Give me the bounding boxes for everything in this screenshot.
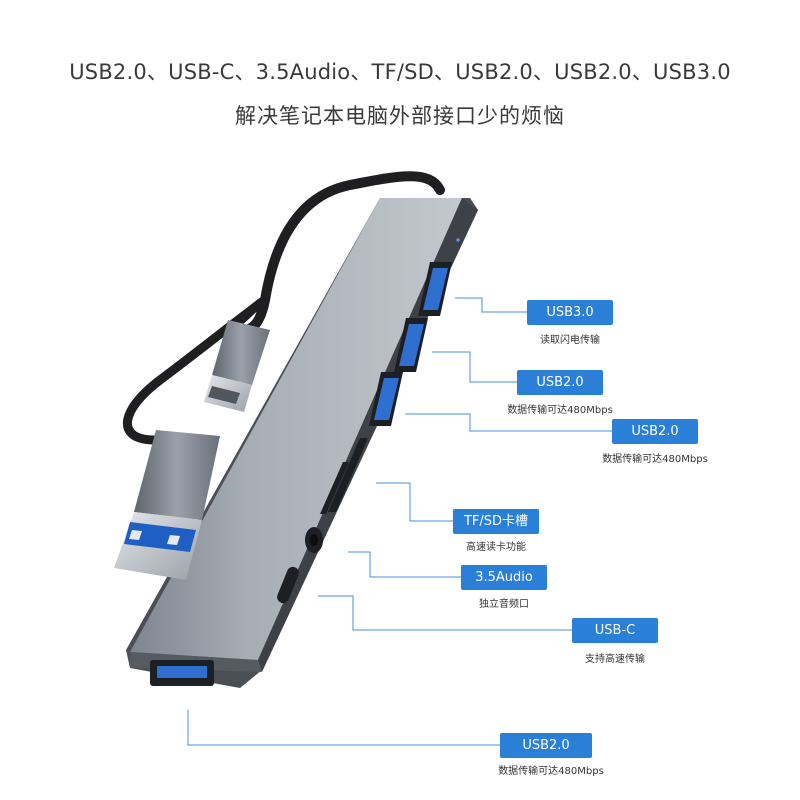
usb-c-port — [277, 566, 299, 604]
desc-audio: 独立音频口 — [479, 599, 529, 610]
desc-usb2-bottom: 数据传输可达480Mbps — [498, 766, 604, 777]
usb3-port-1 — [418, 262, 452, 316]
badge-usb-c: USB-C — [572, 618, 658, 643]
headline-slogan: 解决笔记本电脑外部接口少的烦恼 — [235, 104, 565, 128]
badge-usb3: USB3.0 — [527, 300, 613, 325]
badge-usb2-a: USB2.0 — [517, 370, 603, 395]
usb-c-plug — [204, 320, 270, 412]
headline-ports: USB2.0、USB-C、3.5Audio、TF/SD、USB2.0、USB2.… — [69, 60, 731, 84]
desc-tf-sd: 高速读卡功能 — [466, 542, 526, 553]
desc-usb3: 读取闪电传输 — [540, 335, 600, 346]
badge-usb2-bottom: USB2.0 — [500, 733, 592, 758]
badge-tf-sd: TF/SD卡槽 — [453, 509, 539, 534]
badge-audio: 3.5Audio — [461, 565, 547, 590]
desc-usb-c: 支持高速传输 — [585, 654, 645, 665]
usb2-port-2 — [394, 318, 428, 372]
usb2-port-3 — [369, 372, 403, 426]
badge-usb2-b: USB2.0 — [612, 419, 698, 444]
cable — [227, 171, 445, 336]
desc-usb2-a: 数据传输可达480Mbps — [507, 405, 613, 416]
callout-lines — [187, 297, 612, 746]
sd-slot — [328, 438, 368, 512]
usb2-port-bottom — [150, 660, 214, 686]
desc-usb2-b: 数据传输可达480Mbps — [602, 454, 708, 465]
tf-slot — [320, 462, 349, 514]
usb-a-plug — [114, 430, 220, 580]
